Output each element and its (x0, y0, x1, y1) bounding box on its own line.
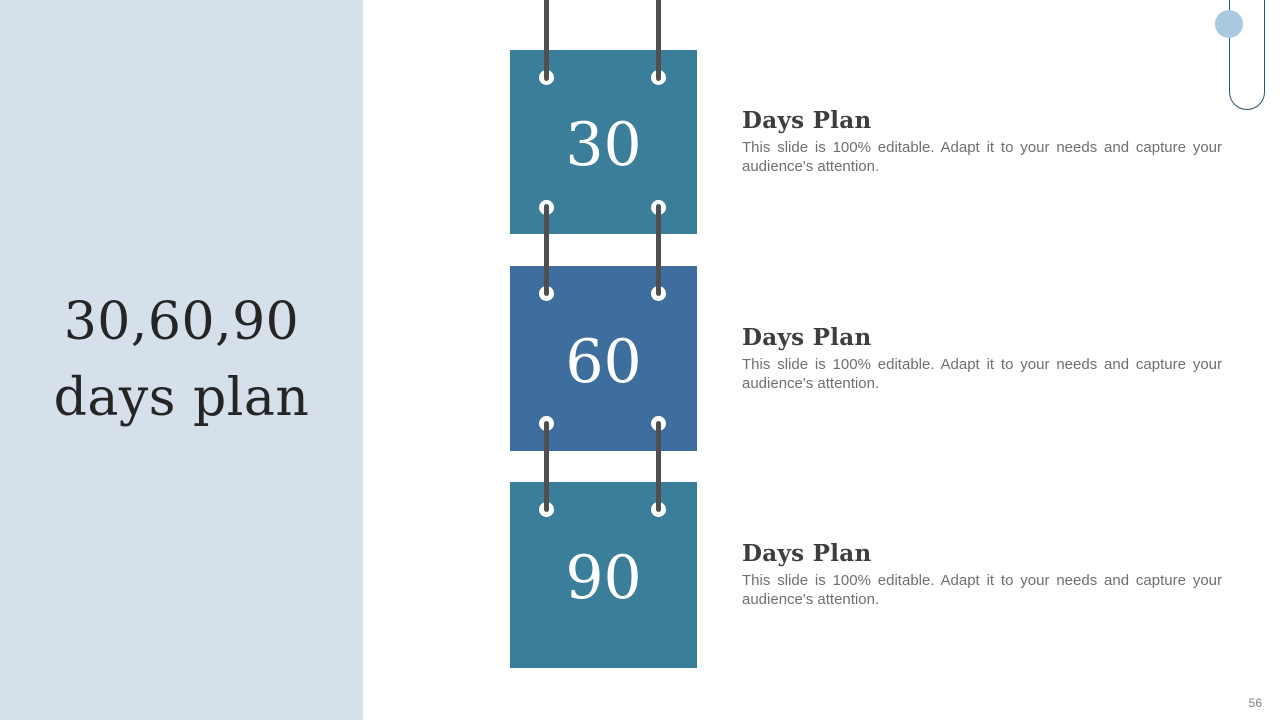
hanging-string-segment (543, 204, 549, 296)
slide-title: 30,60,90 days plan (54, 284, 310, 437)
plan-description-90: This slide is 100% editable. Adapt it to… (742, 572, 1222, 609)
card-number-60: 60 (565, 326, 642, 397)
plan-heading-30: Days Plan (742, 107, 872, 134)
decorative-pill-outline (1229, 0, 1265, 110)
slide-title-line-2: days plan (53, 368, 310, 428)
plan-text-block-60: Days Plan This slide is 100% editable. A… (742, 324, 1222, 394)
plan-heading-60: Days Plan (742, 324, 872, 351)
plan-card-60: 60 (510, 266, 697, 451)
hanging-string-segment (655, 421, 661, 512)
hanging-string-segment (655, 204, 661, 296)
plan-heading-90: Days Plan (742, 540, 872, 567)
hanging-string-segment (655, 0, 661, 81)
plan-text-block-90: Days Plan This slide is 100% editable. A… (742, 540, 1222, 610)
plan-description-30: This slide is 100% editable. Adapt it to… (742, 139, 1222, 176)
decorative-circle (1215, 10, 1243, 38)
hanging-string-segment (543, 421, 549, 512)
card-number-90: 90 (565, 543, 642, 613)
plan-text-block-30: Days Plan This slide is 100% editable. A… (742, 107, 1222, 177)
slide-title-line-1: 30,60,90 (63, 291, 300, 352)
hanging-string-segment (543, 0, 549, 81)
plan-description-60: This slide is 100% editable. Adapt it to… (742, 356, 1222, 393)
card-number-30: 30 (565, 110, 642, 180)
title-panel: 30,60,90 days plan (0, 0, 363, 720)
plan-card-30: 30 (510, 50, 697, 234)
plan-card-90: 90 (510, 482, 697, 668)
page-number: 56 (1248, 696, 1262, 710)
